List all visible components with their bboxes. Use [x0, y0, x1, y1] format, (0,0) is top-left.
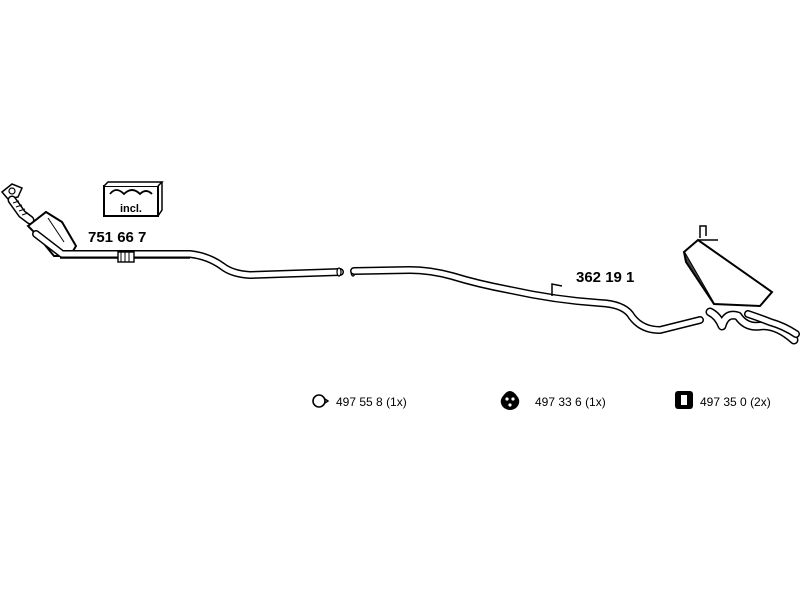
legend-item: 497 35 0 (2x): [675, 391, 771, 409]
legend-quantity: (2x): [750, 395, 771, 409]
rear-section-part-number: 362 19 1: [576, 269, 634, 286]
rubber-hanger-icon: [500, 391, 520, 410]
pipe-hanger-bracket: [551, 283, 563, 296]
front-section-part-number: 751 66 7: [88, 229, 146, 246]
rear-muffler: [682, 225, 774, 308]
svg-text:497 55 8 (1x): 497 55 8 (1x): [336, 395, 407, 409]
svg-text:497 33 6 (1x): 497 33 6 (1x): [535, 395, 606, 409]
tail-pipes: [705, 307, 800, 345]
legend-item: 497 33 6 (1x): [500, 391, 606, 410]
flex-pipe: [7, 195, 35, 225]
kit-included-label: incl.: [120, 203, 142, 215]
rear-exhaust-section: 362 19 1: [350, 225, 800, 345]
clamp-kit-box: incl.: [103, 181, 164, 217]
front-exhaust-section: incl. 751 66 7: [0, 181, 344, 279]
legend-part-number: 497 33 6: [535, 395, 582, 409]
pipe-clamp: [117, 251, 135, 263]
legend-quantity: (1x): [585, 395, 606, 409]
legend-part-number: 497 55 8: [336, 395, 383, 409]
legend-quantity: (1x): [386, 395, 407, 409]
rubber-block-mount-icon: [675, 391, 693, 409]
ring-clamp-icon: [312, 394, 330, 408]
parts-legend: 497 55 8 (1x) 497 33 6 (1x) 497 35 0: [312, 391, 771, 410]
svg-text:497 35 0 (2x): 497 35 0 (2x): [700, 395, 771, 409]
rear-pipe: [350, 266, 704, 334]
front-pipe: [32, 230, 344, 279]
inlet-flange: [0, 183, 24, 200]
legend-part-number: 497 35 0: [700, 395, 747, 409]
legend-item: 497 55 8 (1x): [312, 394, 407, 409]
